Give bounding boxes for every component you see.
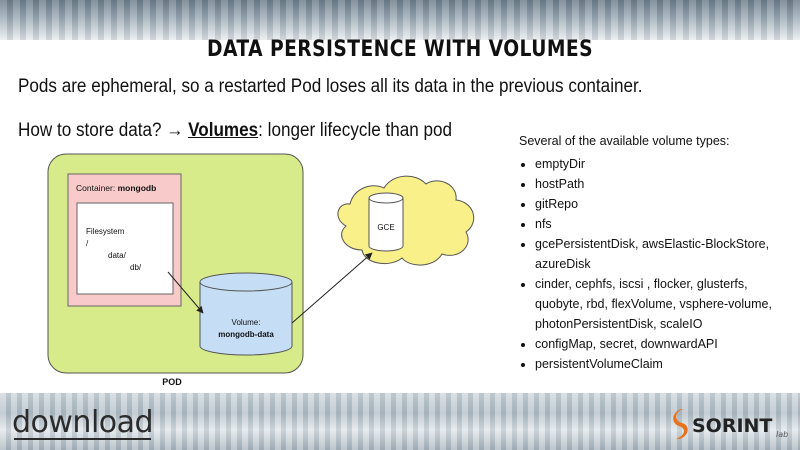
fs-root: / [86, 239, 89, 248]
sorint-wordmark: SORINT [692, 415, 772, 437]
question-prefix: How to store data? → [18, 120, 189, 141]
fs-data: data/ [108, 251, 127, 260]
volume-types-intro: Several of the available volume types: [519, 134, 730, 148]
volume-label: Volume: [232, 318, 261, 327]
volume-to-gce-arrow [291, 252, 373, 324]
volume-top [199, 272, 293, 292]
cloud-label: GCE [377, 223, 394, 232]
fs-to-volume-arrow [167, 271, 204, 314]
list-item: gitRepo [535, 194, 794, 214]
filesystem-box [76, 202, 174, 295]
gce-cloud [337, 175, 475, 266]
download-logo: download [12, 405, 154, 440]
list-item: gcePersistentDisk, awsElastic-BlockStore… [535, 234, 794, 274]
list-item: persistentVolumeClaim [535, 354, 794, 374]
pod-volume-diagram: POD Container: mongodb Filesystem / data… [47, 153, 475, 387]
sorint-logo: SORINT lab [673, 409, 788, 439]
question-line: How to store data? → Volumes: longer lif… [18, 120, 452, 142]
list-item: nfs [535, 214, 794, 234]
fs-db: db/ [130, 263, 142, 272]
pod-label: POD [162, 377, 182, 387]
filesystem-label: Filesystem [86, 227, 125, 236]
list-item: cinder, cephfs, iscsi , flocker, gluster… [535, 274, 794, 334]
question-suffix: : longer lifecycle than pod [258, 120, 453, 141]
intro-line: Pods are ephemeral, so a restarted Pod l… [18, 76, 643, 97]
volume-types-panel: Several of the available volume types: e… [519, 134, 794, 374]
volume-types-list: emptyDir hostPath gitRepo nfs gcePersist… [519, 154, 794, 374]
gce-cylinder [368, 198, 404, 252]
list-item: hostPath [535, 174, 794, 194]
container-title: Container: mongodb [76, 183, 156, 193]
volume-cylinder [199, 282, 293, 356]
footer-banner [0, 393, 800, 450]
container-name: mongodb [118, 183, 157, 193]
list-item: configMap, secret, downwardAPI [535, 334, 794, 354]
gce-cylinder-top [368, 192, 404, 204]
volumes-term: Volumes [188, 120, 259, 141]
header-banner [0, 0, 800, 40]
volume-name: mongodb-data [218, 330, 274, 339]
list-item: emptyDir [535, 154, 794, 174]
container-label: Container: [76, 183, 118, 193]
slide-title: DATA PERSISTENCE WITH VOLUMES [207, 37, 593, 62]
sorint-mark-icon [673, 409, 688, 439]
sorint-sub: lab [776, 430, 788, 439]
